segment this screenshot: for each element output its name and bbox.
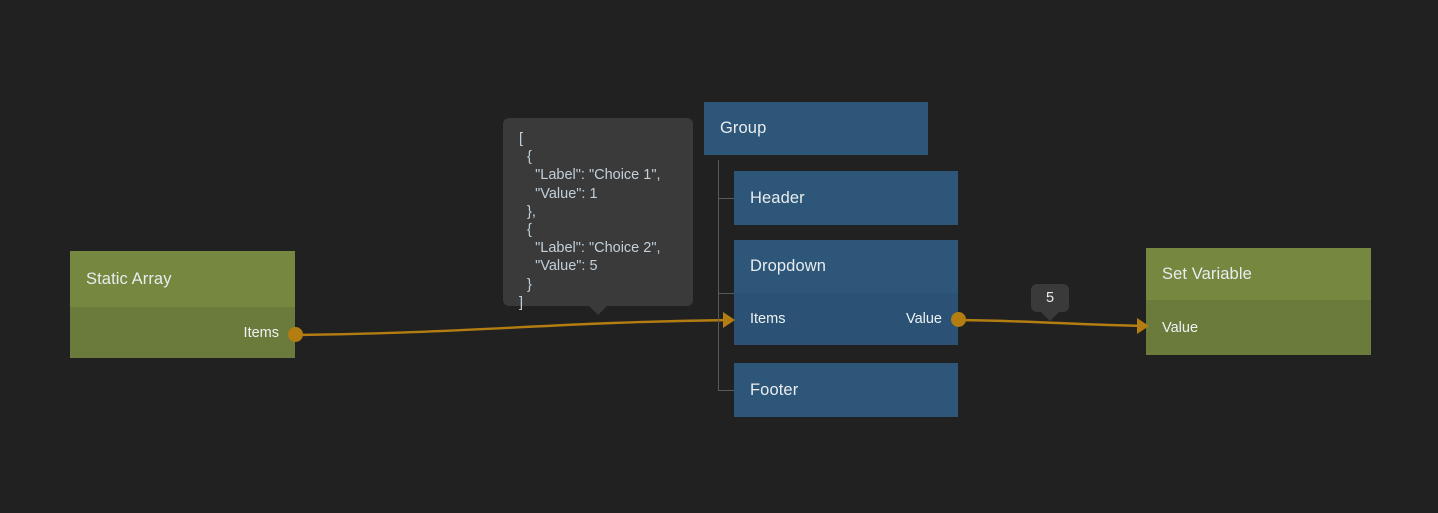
node-static-array-output-row[interactable]: Items — [70, 307, 295, 358]
node-header[interactable]: Header — [734, 171, 958, 225]
tooltip-value-badge: 5 — [1031, 284, 1069, 312]
port-label-items: Items — [750, 311, 786, 327]
group-tree-stub-header — [718, 198, 734, 199]
node-static-array-title: Static Array — [70, 251, 295, 307]
wire-static-array-to-dropdown — [294, 318, 733, 337]
node-set-variable-title: Set Variable — [1146, 248, 1371, 300]
port-label-value: Value — [905, 311, 942, 327]
node-footer[interactable]: Footer — [734, 363, 958, 417]
port-label-value: Value — [1162, 319, 1199, 336]
node-set-variable[interactable]: Set Variable Value — [1146, 248, 1371, 355]
tooltip-items-json-text: [ { "Label": "Choice 1", "Value": 1 }, {… — [519, 131, 661, 311]
node-footer-title: Footer — [734, 363, 958, 417]
group-tree-vertical-line — [718, 160, 719, 390]
node-static-array[interactable]: Static Array Items — [70, 251, 295, 358]
group-tree-stub-footer — [718, 390, 734, 391]
port-label-items: Items — [243, 324, 279, 341]
output-port-dropdown-value[interactable] — [951, 312, 966, 327]
node-dropdown-ports-row[interactable]: Items Value — [734, 293, 958, 345]
node-group-title: Group — [704, 102, 928, 155]
group-tree-stub-dropdown — [718, 293, 734, 294]
tooltip-items-json: [ { "Label": "Choice 1", "Value": 1 }, {… — [503, 118, 693, 311]
node-set-variable-input-row[interactable]: Value — [1146, 300, 1371, 355]
input-port-dropdown-items[interactable] — [723, 312, 735, 328]
node-dropdown[interactable]: Dropdown Items Value — [734, 240, 958, 345]
node-group[interactable]: Group — [704, 102, 928, 155]
node-dropdown-title: Dropdown — [734, 240, 958, 293]
output-port-static-array-items[interactable] — [288, 327, 303, 342]
node-header-title: Header — [734, 171, 958, 225]
input-port-set-variable-value[interactable] — [1137, 318, 1149, 334]
